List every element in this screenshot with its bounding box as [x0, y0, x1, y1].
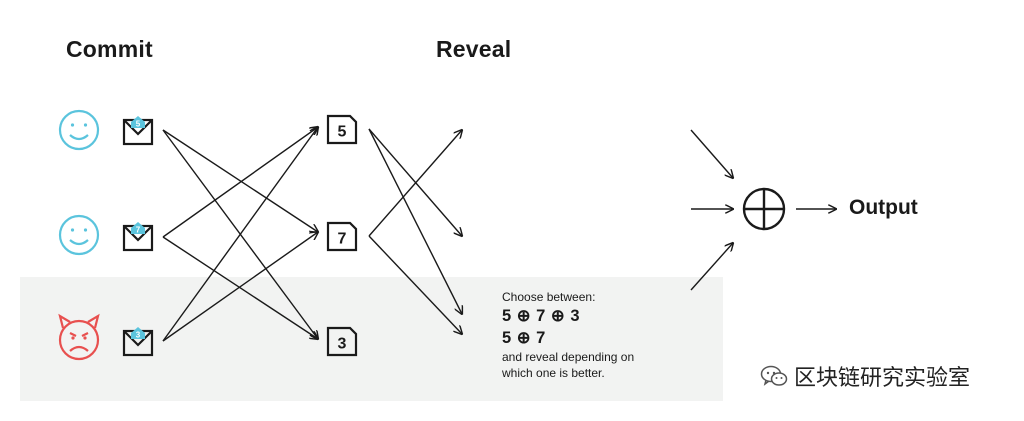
envelope-number: 5 [136, 120, 141, 129]
commit-arrows [162, 127, 318, 342]
choice-outro-line2: which one is better. [502, 366, 605, 380]
choice-note: Choose between: 5 ⊕ 7 ⊕ 3 5 ⊕ 7 and reve… [502, 289, 634, 381]
sealed-envelope-icon: 5 [122, 116, 154, 146]
reveal-arrows [368, 129, 462, 334]
revealed-value-box: 3 [326, 326, 358, 357]
choice-outro-line1: and reveal depending on [502, 350, 635, 364]
devil-face-icon [58, 313, 100, 361]
revealed-value: 7 [338, 231, 347, 248]
choice-intro: Choose between: [502, 290, 596, 304]
revealed-value: 5 [338, 124, 347, 141]
sealed-envelope-icon: 7 [122, 222, 154, 252]
operator-input-arrows [690, 129, 733, 291]
envelope-number: 3 [136, 331, 141, 340]
xor-operator-icon [742, 187, 786, 231]
choice-option-partial: 5 ⊕ 7 [502, 329, 546, 347]
watermark-text: 区块链研究实验室 [794, 366, 971, 391]
commit-heading: Commit [66, 36, 153, 62]
revealed-value-box: 7 [326, 221, 358, 252]
sealed-envelope-icon: 3 [122, 327, 154, 357]
revealed-value-box: 5 [326, 114, 358, 145]
choice-option-all: 5 ⊕ 7 ⊕ 3 [502, 307, 581, 325]
smiley-face-icon [58, 109, 100, 151]
watermark: 区块链研究实验室 [760, 360, 970, 392]
output-label: Output [849, 196, 918, 219]
reveal-heading: Reveal [436, 36, 512, 62]
revealed-value: 3 [338, 336, 347, 353]
smiley-face-icon [58, 214, 100, 256]
envelope-number: 7 [136, 226, 141, 235]
wechat-icon [760, 365, 788, 386]
